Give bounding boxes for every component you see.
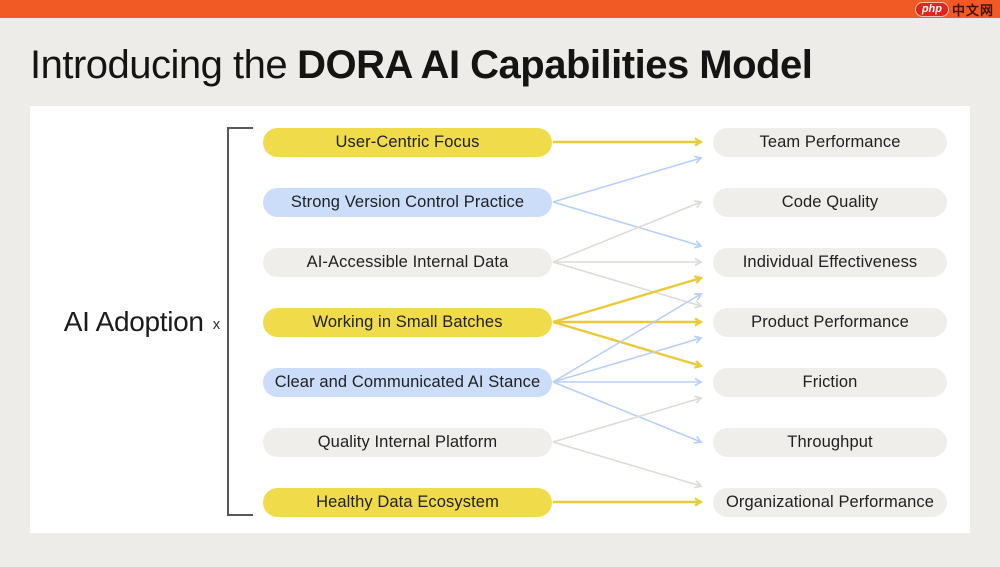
edge-working-in-small-batches-to-friction: [552, 320, 704, 369]
capability-pill-strong-version-control-practice: Strong Version Control Practice: [263, 187, 552, 217]
outcome-pill-friction: Friction: [713, 367, 947, 397]
top-bar: php 中文网: [0, 0, 1000, 18]
edge-ai-accessible-internal-data-to-product-performance: [552, 261, 703, 309]
capabilities-bracket: [227, 127, 253, 516]
title-prefix: Introducing the: [30, 43, 288, 87]
php-logo-badge: php: [914, 1, 949, 17]
edge-clear-and-communicated-ai-stance-to-individual-effectiveness: [552, 293, 703, 383]
edge-working-in-small-batches-to-individual-effectiveness: [552, 275, 704, 324]
edge-quality-internal-platform-to-organizational-performance: [552, 441, 703, 489]
outcome-pill-product-performance: Product Performance: [713, 307, 947, 337]
edge-strong-version-control-practice-to-individual-effectiveness: [552, 201, 703, 249]
capability-pill-working-in-small-batches: Working in Small Batches: [263, 307, 552, 337]
capability-pill-ai-accessible-internal-data: AI-Accessible Internal Data: [263, 247, 552, 277]
capability-pill-user-centric-focus: User-Centric Focus: [263, 127, 552, 157]
edge-quality-internal-platform-to-friction: [552, 395, 703, 443]
outcome-pill-team-performance: Team Performance: [713, 127, 947, 157]
ai-adoption-text: AI Adoption: [63, 306, 204, 337]
multiply-operator: x: [212, 315, 221, 333]
outcome-pill-throughput: Throughput: [713, 427, 947, 457]
capability-pill-healthy-data-ecosystem: Healthy Data Ecosystem: [263, 487, 552, 517]
title-emphasis: DORA AI Capabilities Model: [297, 43, 813, 87]
outcome-pill-individual-effectiveness: Individual Effectiveness: [713, 247, 947, 277]
edge-ai-accessible-internal-data-to-code-quality: [552, 200, 703, 263]
capability-pill-clear-and-communicated-ai-stance: Clear and Communicated AI Stance: [263, 367, 552, 397]
ai-adoption-label: AI Adoption x: [44, 302, 240, 342]
site-name-text: 中文网: [951, 2, 994, 18]
outcome-pill-organizational-performance: Organizational Performance: [713, 487, 947, 517]
edge-clear-and-communicated-ai-stance-to-product-performance: [552, 335, 703, 383]
outcome-pill-code-quality: Code Quality: [713, 187, 947, 217]
site-logo: php 中文网: [914, 1, 994, 18]
edge-clear-and-communicated-ai-stance-to-throughput: [552, 381, 703, 444]
edge-strong-version-control-practice-to-team-performance: [552, 155, 703, 203]
capability-pill-quality-internal-platform: Quality Internal Platform: [263, 427, 552, 457]
